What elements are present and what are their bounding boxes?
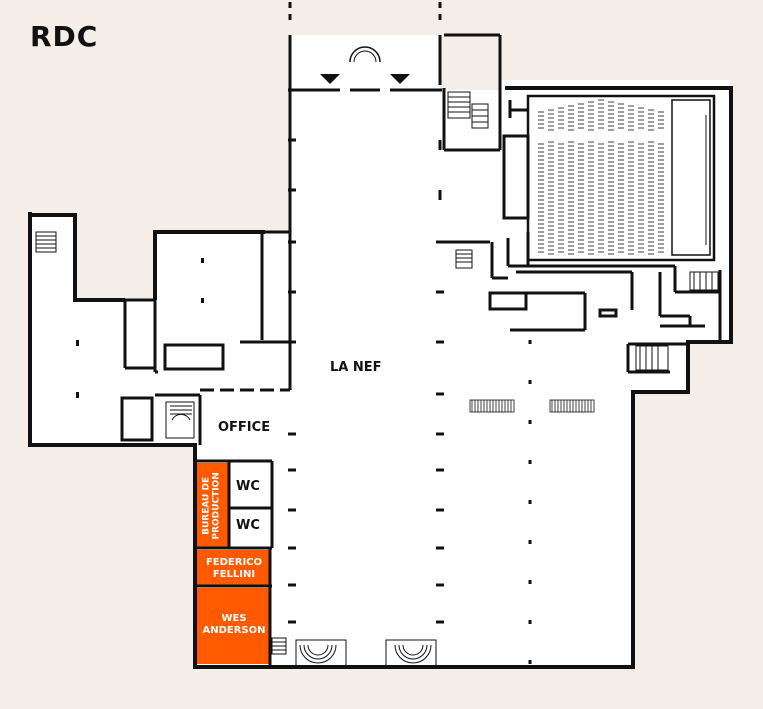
west-wing-walls — [120, 230, 290, 445]
bench — [549, 399, 595, 413]
wc-walls — [196, 459, 274, 665]
floor-label: RDC — [30, 20, 99, 53]
nef-walls — [288, 35, 442, 390]
highlighted-rooms — [197, 463, 270, 664]
stairs-west — [35, 231, 57, 253]
stairs-office — [165, 401, 195, 439]
theatre-room — [526, 94, 716, 262]
bureau-de-production-label: BUREAU DE PRODUCTION — [197, 466, 229, 546]
wes-anderson-label: WES ANDERSON — [198, 613, 270, 636]
nef-entrance — [320, 46, 410, 84]
west-wing-pillars — [76, 258, 204, 398]
federico-fellini-room[interactable] — [197, 550, 270, 585]
stairs-east — [447, 91, 719, 371]
entrance-arrow-icon — [390, 74, 410, 84]
east-block-walls — [442, 33, 722, 374]
nef-label: LA NEF — [330, 360, 382, 375]
arch-icon — [349, 46, 381, 63]
nef-top-markers — [288, 2, 442, 20]
wes-anderson-room[interactable] — [197, 588, 270, 664]
fellini-label-line2: FELLINI — [212, 568, 256, 580]
theatre-seating — [538, 99, 664, 255]
bureau-de-production-room[interactable] — [197, 463, 228, 548]
wc-label-upper: WC — [236, 479, 260, 494]
bureau-label-line2: PRODUCTION — [212, 472, 223, 540]
nef-pillars-left — [288, 138, 296, 624]
nef-pillars-right — [436, 140, 444, 624]
federico-fellini-label: FEDERICO FELLINI — [198, 557, 270, 580]
bench — [469, 399, 515, 413]
anderson-label-line1: WES — [221, 613, 247, 624]
wc-label-lower: WC — [236, 518, 260, 533]
office-label: OFFICE — [218, 420, 271, 435]
hall-benches — [469, 399, 595, 413]
anderson-label-line2: ANDERSON — [202, 624, 266, 636]
outer-walls — [28, 86, 733, 669]
entrance-arrow-icon — [320, 74, 340, 84]
stairs-entrance — [271, 637, 437, 667]
fellini-label-line1: FEDERICO — [205, 557, 263, 568]
floor-area — [30, 35, 730, 665]
